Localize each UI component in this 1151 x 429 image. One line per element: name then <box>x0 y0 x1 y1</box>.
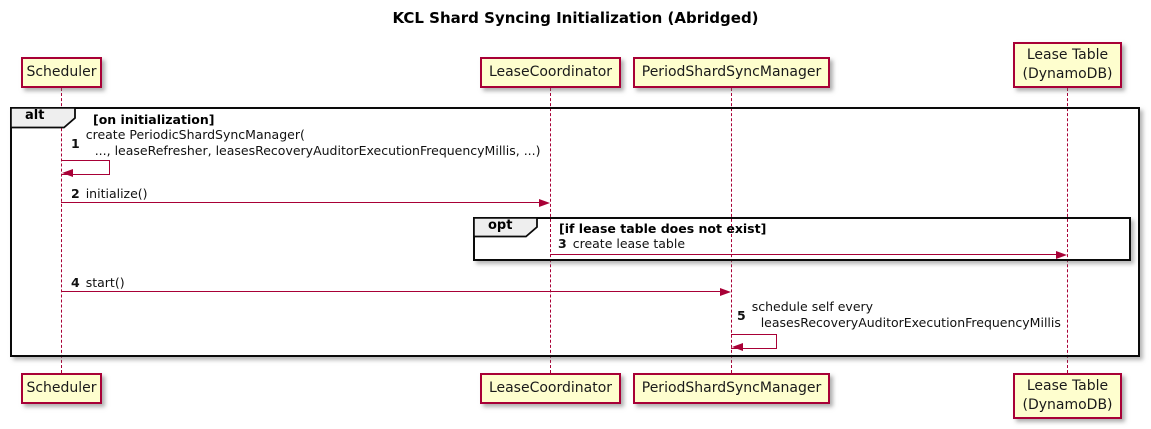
participant-label: LeaseCoordinator <box>488 64 613 80</box>
message-text: create lease table <box>572 236 686 251</box>
participant-label: Lease Table <box>1026 47 1109 63</box>
message-text-line1: schedule self every <box>751 299 874 314</box>
message-number: 2 <box>71 186 80 201</box>
message-text-line1: create PeriodicShardSyncManager( <box>85 127 305 142</box>
message-text-line2: ..., leaseRefresher, leasesRecoveryAudit… <box>94 143 541 158</box>
alt-frame: alt [on initialization] <box>10 107 1140 357</box>
message-text: initialize() <box>85 186 148 201</box>
participant-label: PeriodShardSyncManager <box>641 380 822 396</box>
message-2-arrowhead <box>539 198 550 207</box>
message-4-arrowhead <box>720 287 731 296</box>
message-1-arrowhead <box>62 169 73 177</box>
participant-label-line2: (DynamoDB) <box>1022 66 1113 82</box>
alt-guard-text: [on initialization] <box>93 112 215 127</box>
alt-operator-text: alt <box>25 108 45 123</box>
participant-label: PeriodShardSyncManager <box>641 64 822 80</box>
participant-leasecoordinator-bottom: LeaseCoordinator <box>480 373 621 404</box>
message-4-arrow <box>61 291 723 292</box>
message-text-line2: leasesRecoveryAuditorExecutionFrequencyM… <box>760 315 1061 330</box>
message-3-label: 3 create lease table <box>558 236 685 251</box>
participant-scheduler-top: Scheduler <box>21 57 102 88</box>
participant-leasecoordinator-top: LeaseCoordinator <box>480 57 621 88</box>
alt-operator-label: alt <box>10 107 78 133</box>
message-number: 3 <box>558 236 567 251</box>
message-3-arrow <box>550 254 1059 255</box>
diagram-title: KCL Shard Syncing Initialization (Abridg… <box>392 9 759 27</box>
message-1-label: 1 create PeriodicShardSyncManager( ..., … <box>71 127 541 159</box>
message-number: 1 <box>71 135 80 151</box>
opt-guard-text: [if lease table does not exist] <box>559 221 767 236</box>
participant-leasetable-bottom: Lease Table (DynamoDB) <box>1013 373 1122 419</box>
lifeline-leasecoordinator <box>550 88 551 373</box>
message-2-label: 2 initialize() <box>71 186 148 201</box>
opt-operator-label: opt <box>473 217 541 242</box>
participant-scheduler-bottom: Scheduler <box>21 373 102 404</box>
opt-operator-text: opt <box>488 218 513 233</box>
participant-periodshardsyncmanager-bottom: PeriodShardSyncManager <box>633 373 830 404</box>
message-5-arrowhead <box>732 343 743 351</box>
message-number: 5 <box>737 307 746 323</box>
message-3-arrowhead <box>1056 250 1067 259</box>
lifeline-leasetable <box>1067 88 1068 373</box>
message-4-label: 4 start() <box>71 275 125 290</box>
message-number: 4 <box>71 275 80 290</box>
participant-label: Lease Table <box>1026 378 1109 394</box>
participant-leasetable-top: Lease Table (DynamoDB) <box>1013 42 1122 88</box>
participant-label: LeaseCoordinator <box>488 380 613 396</box>
message-text: start() <box>85 275 125 290</box>
participant-periodshardsyncmanager-top: PeriodShardSyncManager <box>633 57 830 88</box>
message-5-self-arrow <box>731 334 777 349</box>
message-1-self-arrow <box>61 160 110 175</box>
message-5-label: 5 schedule self every leasesRecoveryAudi… <box>737 299 1061 331</box>
lifeline-scheduler <box>61 88 62 373</box>
operator-pentagon-shape <box>10 107 76 129</box>
lifeline-periodshardsyncmanager <box>731 88 732 373</box>
operator-pentagon-shape <box>473 217 538 238</box>
participant-label-line2: (DynamoDB) <box>1022 397 1113 413</box>
participant-label: Scheduler <box>26 380 97 396</box>
participant-label: Scheduler <box>26 64 97 80</box>
message-2-arrow <box>61 202 542 203</box>
opt-frame: opt [if lease table does not exist] <box>473 217 1131 261</box>
